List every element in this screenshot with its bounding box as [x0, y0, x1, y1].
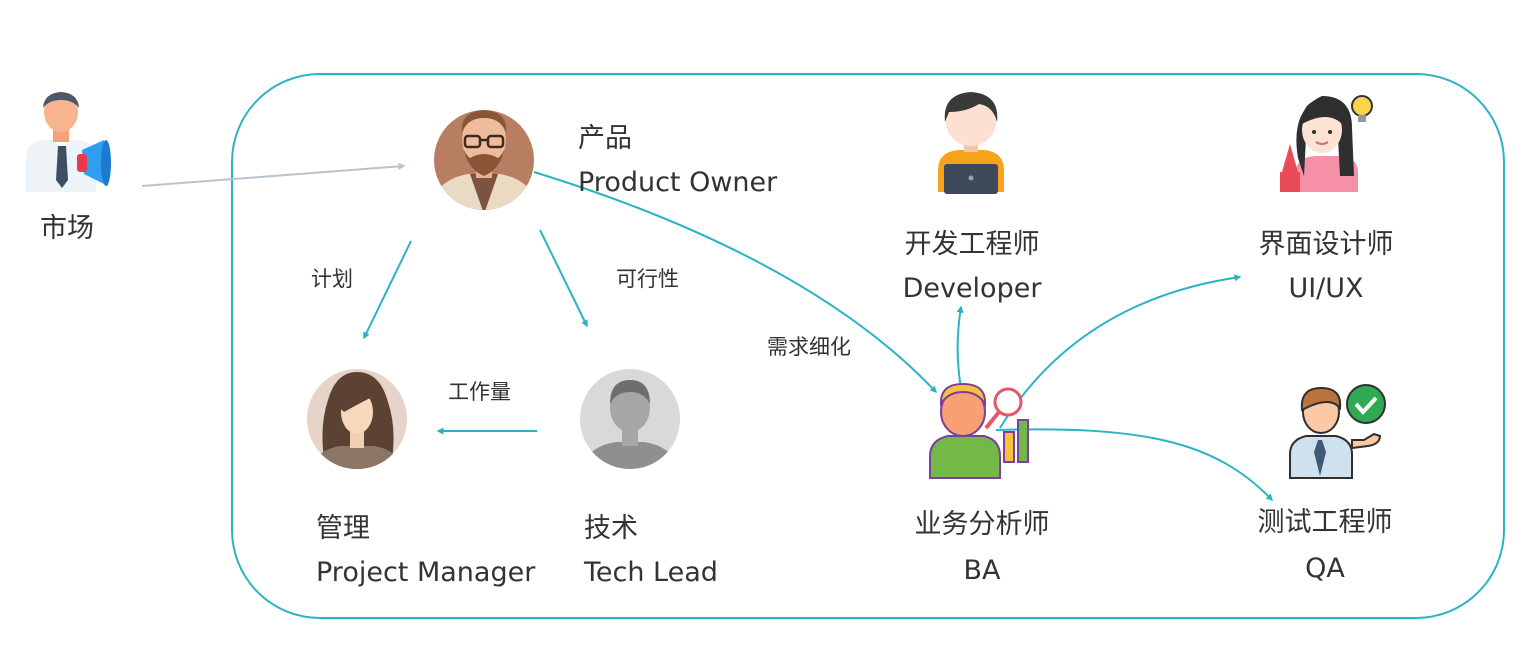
woman-avatar-icon: [307, 369, 407, 469]
team-boundary: [231, 73, 1505, 619]
ba-to-designer-arrow: [999, 274, 1242, 429]
gray-person-avatar-icon: [580, 369, 680, 469]
product-owner-label-cn: 产品: [578, 123, 632, 154]
ba-label-cn: 业务分析师: [914, 509, 1050, 540]
project-manager-label-cn: 管理: [316, 513, 370, 544]
feasibility-edge-label: 可行性: [616, 267, 679, 291]
refinement-arrow: [533, 171, 937, 394]
ba-to-qa-arrow: [995, 428, 1273, 502]
feasibility-arrow: [539, 229, 588, 328]
product-owner-label-en: Product Owner: [578, 167, 778, 198]
qa-label-en: QA: [1305, 553, 1345, 584]
market-label: 市场: [40, 213, 94, 244]
market-to-product-arrow: [141, 162, 406, 187]
megaphone-businessman-icon: [26, 92, 111, 192]
ba-label-en: BA: [963, 555, 1001, 586]
tester-checkmark-icon: [1289, 384, 1386, 479]
bearded-man-avatar-icon: [434, 110, 534, 210]
plan-arrow: [363, 240, 412, 340]
designer-lightbulb-icon: [1280, 95, 1373, 192]
tech-lead-label-cn: 技术: [584, 513, 638, 544]
project-manager-label-en: Project Manager: [316, 557, 536, 588]
plan-edge-label: 计划: [311, 267, 353, 291]
refinement-edge-label: 需求细化: [767, 335, 851, 359]
developer-laptop-icon: [938, 92, 1004, 194]
analyst-magnifier-chart-icon: [929, 382, 1029, 479]
designer-label-en: UI/UX: [1288, 273, 1364, 304]
tech-lead-label-en: Tech Lead: [584, 557, 718, 588]
developer-label-en: Developer: [902, 273, 1042, 304]
workload-edge-label: 工作量: [448, 380, 511, 404]
developer-label-cn: 开发工程师: [904, 229, 1040, 260]
qa-label-cn: 测试工程师: [1257, 507, 1393, 538]
designer-label-cn: 界面设计师: [1258, 229, 1394, 260]
